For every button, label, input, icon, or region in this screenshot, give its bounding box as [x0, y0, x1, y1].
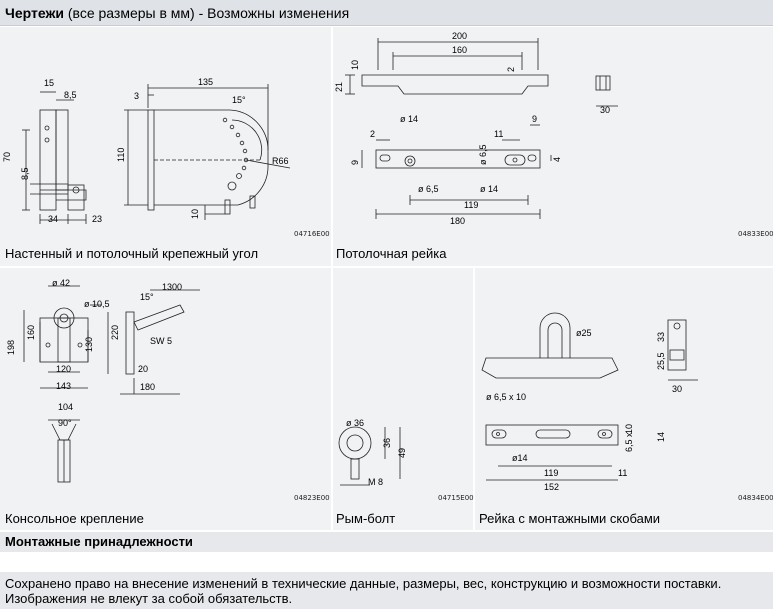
- panel-bracket-rail: [475, 268, 773, 530]
- bracket-dim: 30: [672, 384, 682, 394]
- console-dim: ø 42: [52, 278, 70, 288]
- angle-dim: 8,5: [20, 167, 30, 180]
- footer-line-2: Изображения не влекут за собой обязатель…: [5, 591, 293, 606]
- console-dim: ø 10,5: [84, 299, 110, 309]
- bracket-dim: 33: [656, 332, 666, 342]
- console-dim: 104: [58, 402, 73, 412]
- caption-wall-angle: Настенный и потолочный крепежный угол: [5, 246, 259, 261]
- console-dim: 143: [56, 381, 71, 391]
- console-dim: 120: [56, 364, 71, 374]
- angle-dim: 110: [116, 148, 126, 162]
- rail-dim: ø 6,5: [418, 184, 439, 194]
- drawing-code: 04833E00: [738, 230, 773, 238]
- drawing-bracket-rail: ø25 33 25,5 30 ø 6,5 x 10 10 6,5 x 14 ø1…: [481, 312, 698, 492]
- eyebolt-dim: 36: [382, 438, 392, 448]
- header-title-bold: Чертежи: [5, 5, 64, 21]
- rail-dim: ø 14: [400, 114, 418, 124]
- rail-dim: 9: [350, 160, 360, 165]
- footer-note: Сохранено право на внесение изменений в …: [0, 572, 773, 609]
- drawing-eyebolt: ø 36 36 49 M 8: [338, 418, 407, 487]
- section-title: Монтажные принадлежности: [0, 532, 773, 552]
- console-dim: SW 5: [150, 336, 172, 346]
- bracket-dim: 152: [544, 482, 559, 492]
- panel-wall-angle: [0, 27, 331, 266]
- drawing-code: 04834E00: [738, 494, 773, 502]
- console-dim: 180: [140, 382, 155, 392]
- document-header: Чертежи (все размеры в мм) - Возможны из…: [0, 0, 773, 26]
- rail-dim: 200: [452, 31, 467, 41]
- bracket-dim: 11: [618, 468, 627, 478]
- panel-ceiling-rail: [333, 27, 773, 266]
- bracket-dim: 25,5: [656, 352, 666, 370]
- drawing-code: 04823E00: [294, 494, 330, 502]
- console-dim: 1300: [162, 282, 182, 292]
- console-dim: 90°: [58, 418, 72, 428]
- rail-dim: ø 6,5: [478, 144, 488, 165]
- rail-dim: 30: [600, 105, 610, 115]
- console-dim: 160: [26, 325, 36, 340]
- console-dim: 15°: [140, 292, 154, 302]
- bracket-dim: 119: [544, 468, 558, 478]
- angle-dim: 70: [2, 152, 12, 162]
- console-dim: 130: [84, 337, 94, 352]
- eyebolt-dim: M 8: [368, 477, 383, 487]
- drawing-console-mount: ø 42 ø 10,5 198 160 130 120 143 15° 1300…: [6, 278, 200, 483]
- rail-dim: 11: [494, 129, 503, 139]
- rail-dim: 2: [370, 129, 375, 139]
- angle-dim: R66: [272, 156, 289, 166]
- angle-dim: 10: [190, 209, 200, 219]
- panel-console: [0, 268, 331, 530]
- rail-dim: 9: [532, 114, 537, 124]
- caption-bracket-rail: Рейка с монтажными скобами: [479, 511, 661, 526]
- rail-dim: 4: [552, 157, 562, 162]
- bracket-dim: ø14: [512, 453, 528, 463]
- rail-dim: 10: [350, 60, 360, 70]
- console-dim: 198: [6, 340, 16, 355]
- rail-dim: ø 14: [480, 184, 498, 194]
- eyebolt-dim: ø 36: [346, 418, 364, 428]
- bracket-dim: 14: [656, 432, 666, 442]
- rail-dim: 21: [334, 82, 344, 92]
- angle-dim: 135: [198, 77, 213, 87]
- eyebolt-dim: 49: [397, 448, 407, 458]
- drawing-wall-angle: 15 8,5 70 8,5 34 23 3 135 15° 110 R66 10: [2, 77, 291, 224]
- header-title-rest: (все размеры в мм) - Возможны изменения: [63, 5, 350, 21]
- angle-dim: 15°: [232, 95, 246, 105]
- rail-dim: 2: [506, 67, 516, 72]
- panel-eyebolt: [333, 268, 473, 530]
- bracket-dim: ø25: [576, 328, 592, 338]
- bracket-dim: 6,5 x: [624, 432, 634, 452]
- angle-dim: 34: [48, 214, 58, 224]
- footer-line-1: Сохранено право на внесение изменений в …: [5, 576, 722, 591]
- caption-eyebolt: Рым-болт: [336, 511, 396, 526]
- bracket-dim: 10: [624, 424, 634, 434]
- angle-dim: 23: [92, 214, 102, 224]
- console-dim: 220: [110, 325, 120, 340]
- caption-ceiling-rail: Потолочная рейка: [336, 246, 447, 261]
- rail-dim: 160: [452, 45, 467, 55]
- angle-dim: 8,5: [64, 90, 77, 100]
- angle-dim: 3: [134, 91, 139, 101]
- bracket-dim: ø 6,5 x 10: [486, 392, 526, 402]
- drawing-code: 04715E00: [438, 494, 474, 502]
- rail-dim: 180: [450, 216, 465, 226]
- caption-console: Консольное крепление: [5, 511, 144, 526]
- rail-dim: 119: [464, 200, 478, 210]
- drawing-code: 04716E00: [294, 230, 330, 238]
- angle-dim: 15: [44, 78, 54, 88]
- drawing-ceiling-rail: 200 160 10 21 2 30 ø 14 2 11 9 9 ø 6,5 4…: [334, 31, 618, 226]
- console-dim: 20: [138, 364, 148, 374]
